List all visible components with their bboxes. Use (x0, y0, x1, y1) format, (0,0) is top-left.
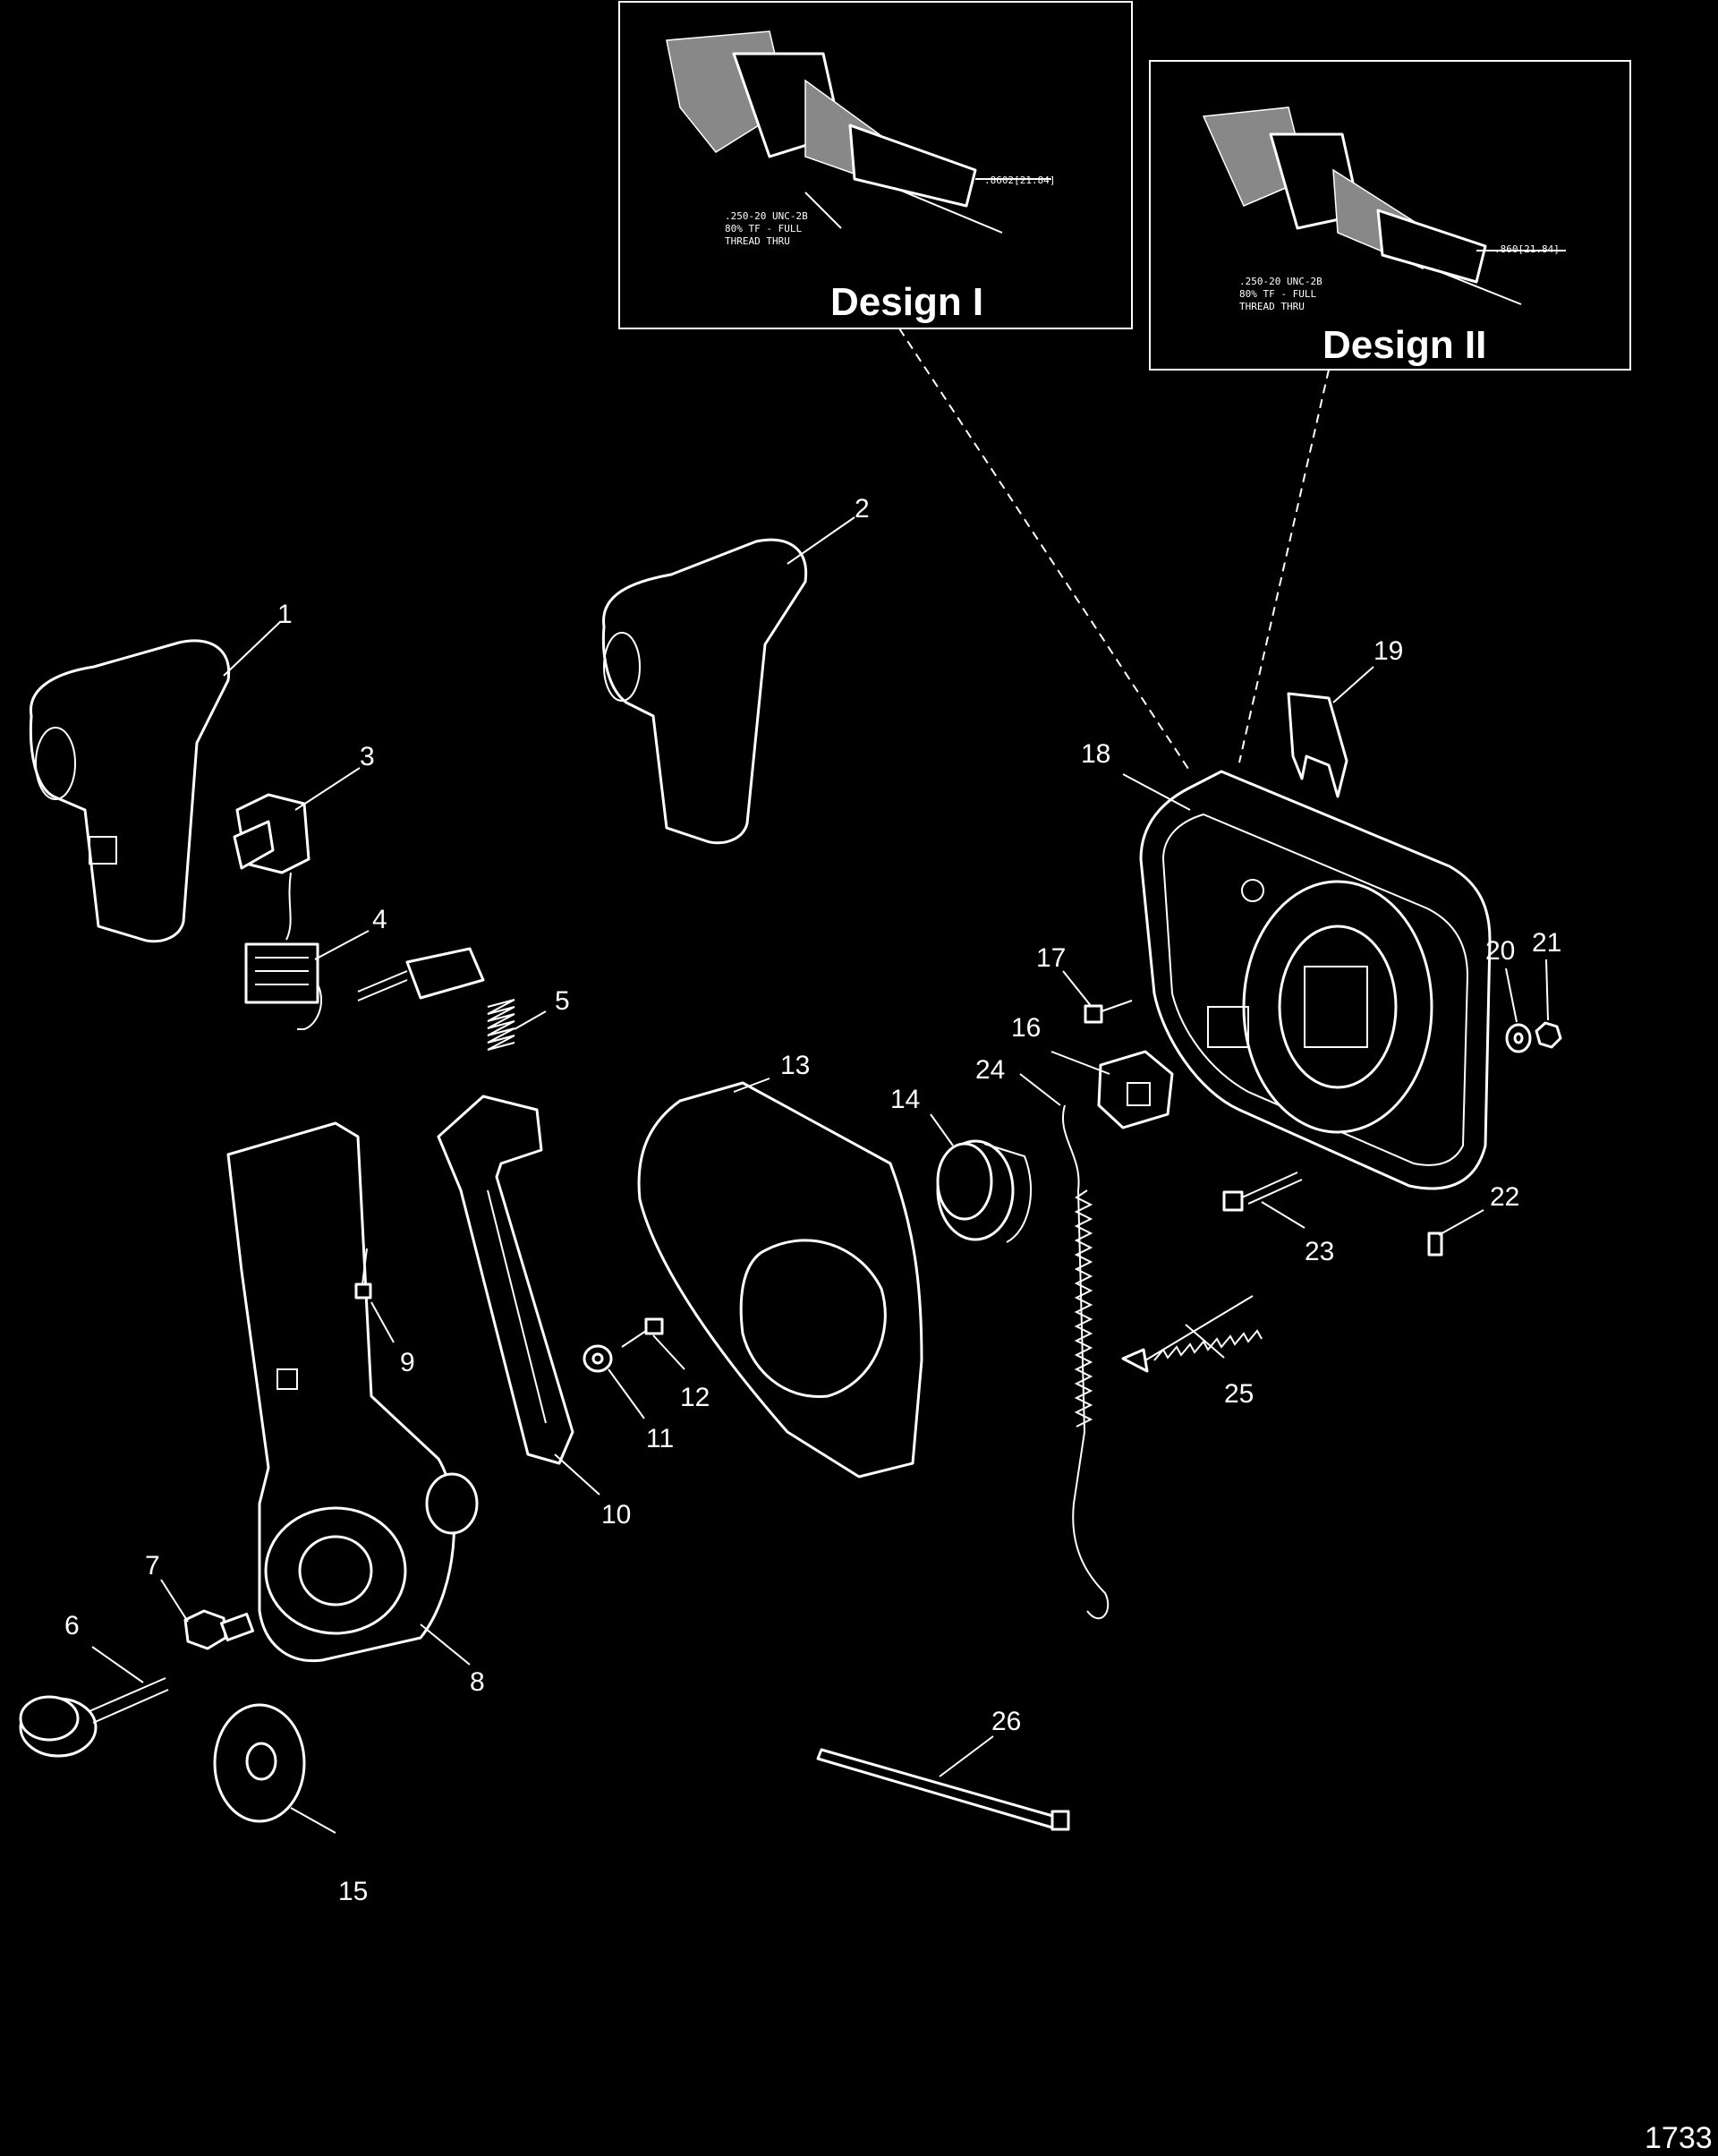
inset-design-1-drawing (666, 30, 1051, 234)
inset-1-leader (898, 328, 1191, 772)
callout-5: 5 (555, 986, 570, 1016)
callout-7: 7 (145, 1551, 160, 1581)
inset-design-2-note-line-3: THREAD THRU (1239, 301, 1305, 312)
knob-part-6 (19, 1677, 169, 1758)
screw-part-25 (1121, 1295, 1263, 1373)
screw-part-12 (621, 1317, 664, 1348)
inset-2-leader (1238, 369, 1330, 763)
callout-8: 8 (470, 1667, 485, 1697)
handle-part-2 (601, 538, 808, 845)
set-screw-part-22 (1427, 1231, 1443, 1257)
callout-26: 26 (991, 1707, 1021, 1736)
callout-11: 11 (646, 1424, 674, 1453)
figure-id: 1733 (1645, 2121, 1713, 2155)
inset-design-1-title: Design I (830, 280, 983, 324)
clip-part-19 (1287, 692, 1348, 798)
control-arm-part-8 (226, 1121, 479, 1663)
spring-part-5 (487, 999, 515, 1051)
bolt-part-7 (183, 1609, 255, 1650)
callout-1: 1 (277, 600, 293, 629)
switch-part-3 (233, 793, 310, 941)
washer-part-20 (1505, 1023, 1532, 1053)
callout-17: 17 (1036, 943, 1066, 973)
callout-21: 21 (1532, 928, 1561, 958)
callout-leaders (91, 516, 1549, 1834)
washer-part-15 (213, 1703, 306, 1823)
screw-part-17 (1084, 1000, 1133, 1024)
callout-14: 14 (890, 1085, 920, 1114)
inset-design-1-note-line-2: 80% TF - FULL (725, 223, 802, 234)
callout-12: 12 (680, 1383, 710, 1412)
bushing-part-14 (936, 1139, 1032, 1243)
inset-design-1-note-line-1: .250-20 UNC-2B (725, 210, 808, 222)
callout-2: 2 (855, 494, 870, 524)
inset-design-2-note-line-1: .250-20 UNC-2B (1239, 276, 1323, 287)
inset-design-1-note-line-3: THREAD THRU (725, 235, 790, 247)
callout-18: 18 (1081, 739, 1110, 769)
washer-part-11 (583, 1344, 613, 1373)
callout-4: 4 (372, 905, 387, 934)
inset-design-2-title: Design II (1323, 323, 1486, 367)
screw-part-23 (1222, 1172, 1303, 1212)
handle-part-1 (29, 639, 231, 943)
cover-plate-part-13 (637, 1081, 923, 1479)
callout-24: 24 (975, 1055, 1005, 1085)
callout-10: 10 (601, 1500, 631, 1530)
callout-20: 20 (1485, 936, 1515, 966)
callout-6: 6 (64, 1611, 80, 1640)
callout-19: 19 (1374, 636, 1403, 666)
bracket-part-10 (437, 1095, 574, 1465)
callout-16: 16 (1011, 1013, 1041, 1043)
inset-design-2-note-line-2: 80% TF - FULL (1239, 288, 1316, 300)
nut-part-21 (1535, 1021, 1562, 1049)
inset-design-2: .860[21.84] .250-20 UNC-2B 80% TF - FULL… (1149, 60, 1631, 371)
callout-22: 22 (1490, 1182, 1519, 1212)
inset-design-1: .8602[21.84] .250-20 UNC-2B 80% TF - FUL… (618, 1, 1133, 329)
callout-9: 9 (400, 1348, 415, 1377)
callout-15: 15 (338, 1877, 368, 1906)
housing-part-18 (1139, 770, 1492, 1190)
callout-labels: 1 2 3 4 5 6 7 8 9 10 11 12 13 14 15 16 1… (64, 494, 1561, 1906)
inset-design-1-dimension: .8602[21.84] (984, 175, 1055, 186)
callout-25: 25 (1224, 1379, 1254, 1409)
inset-design-2-dimension: .860[21.84] (1494, 243, 1560, 255)
inset-design-2-drawing (1202, 107, 1566, 305)
callout-3: 3 (360, 742, 375, 771)
tie-strap-part-26 (816, 1748, 1070, 1831)
callout-23: 23 (1305, 1237, 1334, 1266)
harness-part-4 (244, 942, 485, 1030)
callout-13: 13 (780, 1051, 810, 1080)
lanyard-part-24 (1062, 1104, 1110, 1620)
screw-part-9 (354, 1248, 372, 1300)
switch-block-part-16 (1097, 1050, 1174, 1129)
